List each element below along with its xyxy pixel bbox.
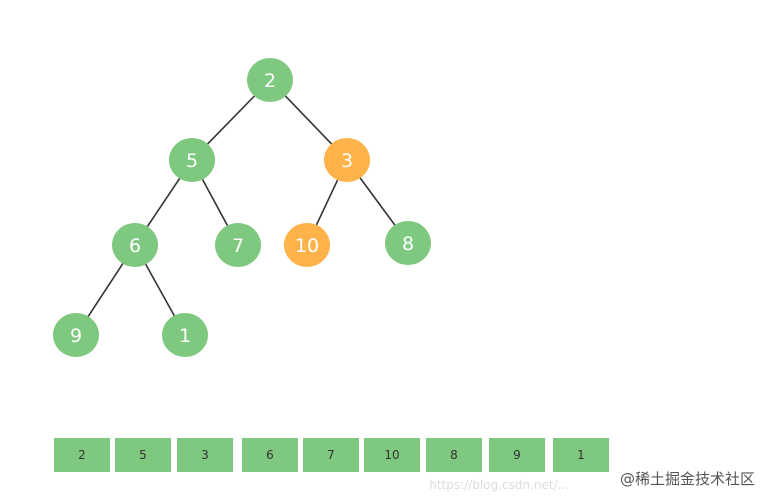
watermark-url: https://blog.csdn.net/... <box>429 478 569 492</box>
node-label: 8 <box>402 233 414 255</box>
tree-node-8: 8 <box>385 221 431 265</box>
array-cell: 5 <box>115 438 171 472</box>
node-label: 1 <box>179 325 191 347</box>
array-cell: 7 <box>303 438 359 472</box>
tree-nodes: 2 5 3 6 7 10 8 9 1 <box>53 58 431 357</box>
node-circle <box>53 313 99 357</box>
tree-node-2: 2 <box>247 58 293 102</box>
watermark: @稀土掘金技术社区 <box>619 470 755 488</box>
tree-node-1: 1 <box>162 313 208 357</box>
tree-node-6: 6 <box>112 223 158 267</box>
node-label: 2 <box>264 70 276 92</box>
array-cell: 2 <box>54 438 110 472</box>
node-circle <box>215 223 261 267</box>
tree-node-9: 9 <box>53 313 99 357</box>
tree-node-3: 3 <box>324 138 370 182</box>
node-circle <box>284 223 330 267</box>
tree-node-10: 10 <box>284 223 330 267</box>
node-label: 5 <box>186 150 198 172</box>
array-cell: 9 <box>489 438 545 472</box>
node-label: 6 <box>129 235 141 257</box>
tree-edges <box>79 95 405 329</box>
node-label: 9 <box>70 325 82 347</box>
node-label: 7 <box>232 235 244 257</box>
array-cell: 6 <box>242 438 298 472</box>
tree-node-7: 7 <box>215 223 261 267</box>
node-circle <box>247 58 293 102</box>
array-cell: 1 <box>553 438 609 472</box>
node-circle <box>385 221 431 265</box>
node-circle <box>324 138 370 182</box>
tree-node-5: 5 <box>169 138 215 182</box>
node-circle <box>112 223 158 267</box>
array-cell: 8 <box>426 438 482 472</box>
array-cell: 10 <box>364 438 420 472</box>
array-cell: 3 <box>177 438 233 472</box>
node-label: 10 <box>295 235 319 257</box>
node-circle <box>169 138 215 182</box>
node-label: 3 <box>341 150 353 172</box>
node-circle <box>162 313 208 357</box>
